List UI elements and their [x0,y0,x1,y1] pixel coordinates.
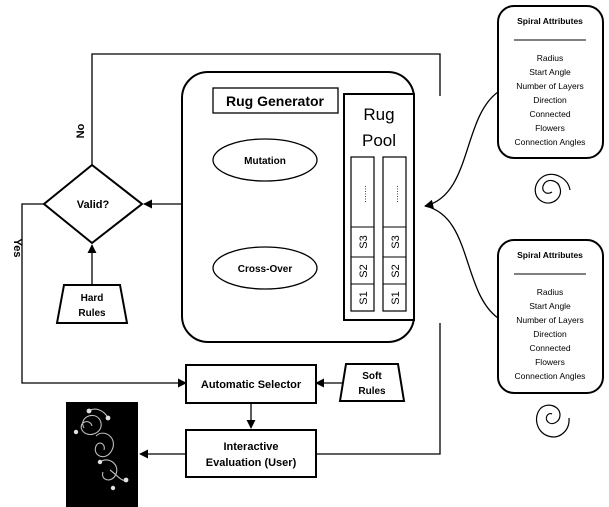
spiral-bottom-item: Number of Layers [516,315,584,325]
automatic-selector-label: Automatic Selector [201,379,302,391]
pool-col1-s2: S2 [358,264,370,277]
spiral-top-item: Number of Layers [516,81,584,91]
no-loop-line [91,53,441,165]
spiral-attributes-bottom: Spiral Attributes Radius Start Angle Num… [497,239,604,394]
yes-line [21,203,187,388]
spiral-top-item: Direction [533,95,567,105]
spiral-top-item: Connected [529,109,570,119]
mutation-label: Mutation [244,156,286,167]
rug-flower-dots [73,408,129,491]
spiral-top-item: Flowers [535,123,565,133]
spiral-bottom-item: Flowers [535,357,565,367]
spiral-bottom-header: Spiral Attributes [517,250,583,260]
soft-rules-line1: Soft [362,371,382,382]
hard-rules-shape [55,284,129,324]
spiral-bottom-item: Radius [537,287,563,297]
pool-col1-s3: S3 [358,235,370,248]
interactive-line2: Evaluation (User) [206,457,297,469]
pool-col1-s1: S1 [358,291,370,304]
rug-pool-title-line2: Pool [362,131,396,150]
rug-generator-title: Rug Generator [226,93,325,109]
hard-rules-node: Hard Rules [55,284,129,324]
rug-image-background [66,402,138,507]
pool-column-1: ....... S3 S2 S1 [350,156,375,312]
pool-col1-frame [350,156,375,312]
crossover-label: Cross-Over [238,264,293,275]
spiral-top-item: Connection Angles [515,137,586,147]
pool-col2-dots: ....... [390,185,400,203]
rug-result-image [66,402,138,507]
pool-col2-s3: S3 [390,235,402,248]
no-label: No [75,123,87,138]
valid-diamond [42,163,144,245]
automatic-selector-node: Automatic Selector [185,364,317,404]
pool-col2-frame [382,156,407,312]
interactive-evaluation-node: Interactive Evaluation (User) [185,429,317,478]
yes-label: Yes [11,239,23,258]
mutation-node [212,138,318,182]
crossover-node [212,246,318,290]
valid-decision: Valid? [42,163,144,245]
valid-label: Valid? [77,199,110,211]
interactive-line1: Interactive [223,441,278,453]
spiral-bottom-frame [497,239,604,394]
spiral-bottom-item: Direction [533,329,567,339]
pool-col2-s2: S2 [390,264,402,277]
brace-top [424,91,499,209]
rug-generator-panel: Rug Generator Mutation Cross-Over Rug Po… [181,71,415,343]
pool-column-2: ....... S3 S2 S1 [382,156,407,312]
spiral-top-header: Spiral Attributes [517,16,583,26]
rug-generator-title-box [212,87,339,114]
soft-rules-node: Soft Rules [338,363,406,402]
spiral-bottom-item: Connected [529,343,570,353]
spiral-top-item: Start Angle [529,67,571,77]
hard-rules-line2: Rules [78,308,106,319]
automatic-selector-box [185,364,317,404]
spiral-bottom-item: Connection Angles [515,371,586,381]
pool-col1-dots: ....... [358,185,368,203]
spiral-attributes-top: Spiral Attributes Radius Start Angle Num… [497,5,604,159]
hard-rules-line1: Hard [81,293,104,304]
pool-col2-s1: S1 [390,291,402,304]
soft-rules-shape [338,363,406,402]
interactive-evaluation-box [185,429,317,478]
rug-pool-title-line1: Rug [363,105,394,124]
spiral-top-item: Radius [537,53,563,63]
spiral-bottom-item: Start Angle [529,301,571,311]
spiral-top-frame [497,5,604,159]
feedback-line [316,323,441,455]
spiral-bottom-icon [535,404,570,438]
spiral-top-icon [534,173,571,204]
brace-bottom [424,205,499,319]
soft-rules-line2: Rules [358,386,386,397]
